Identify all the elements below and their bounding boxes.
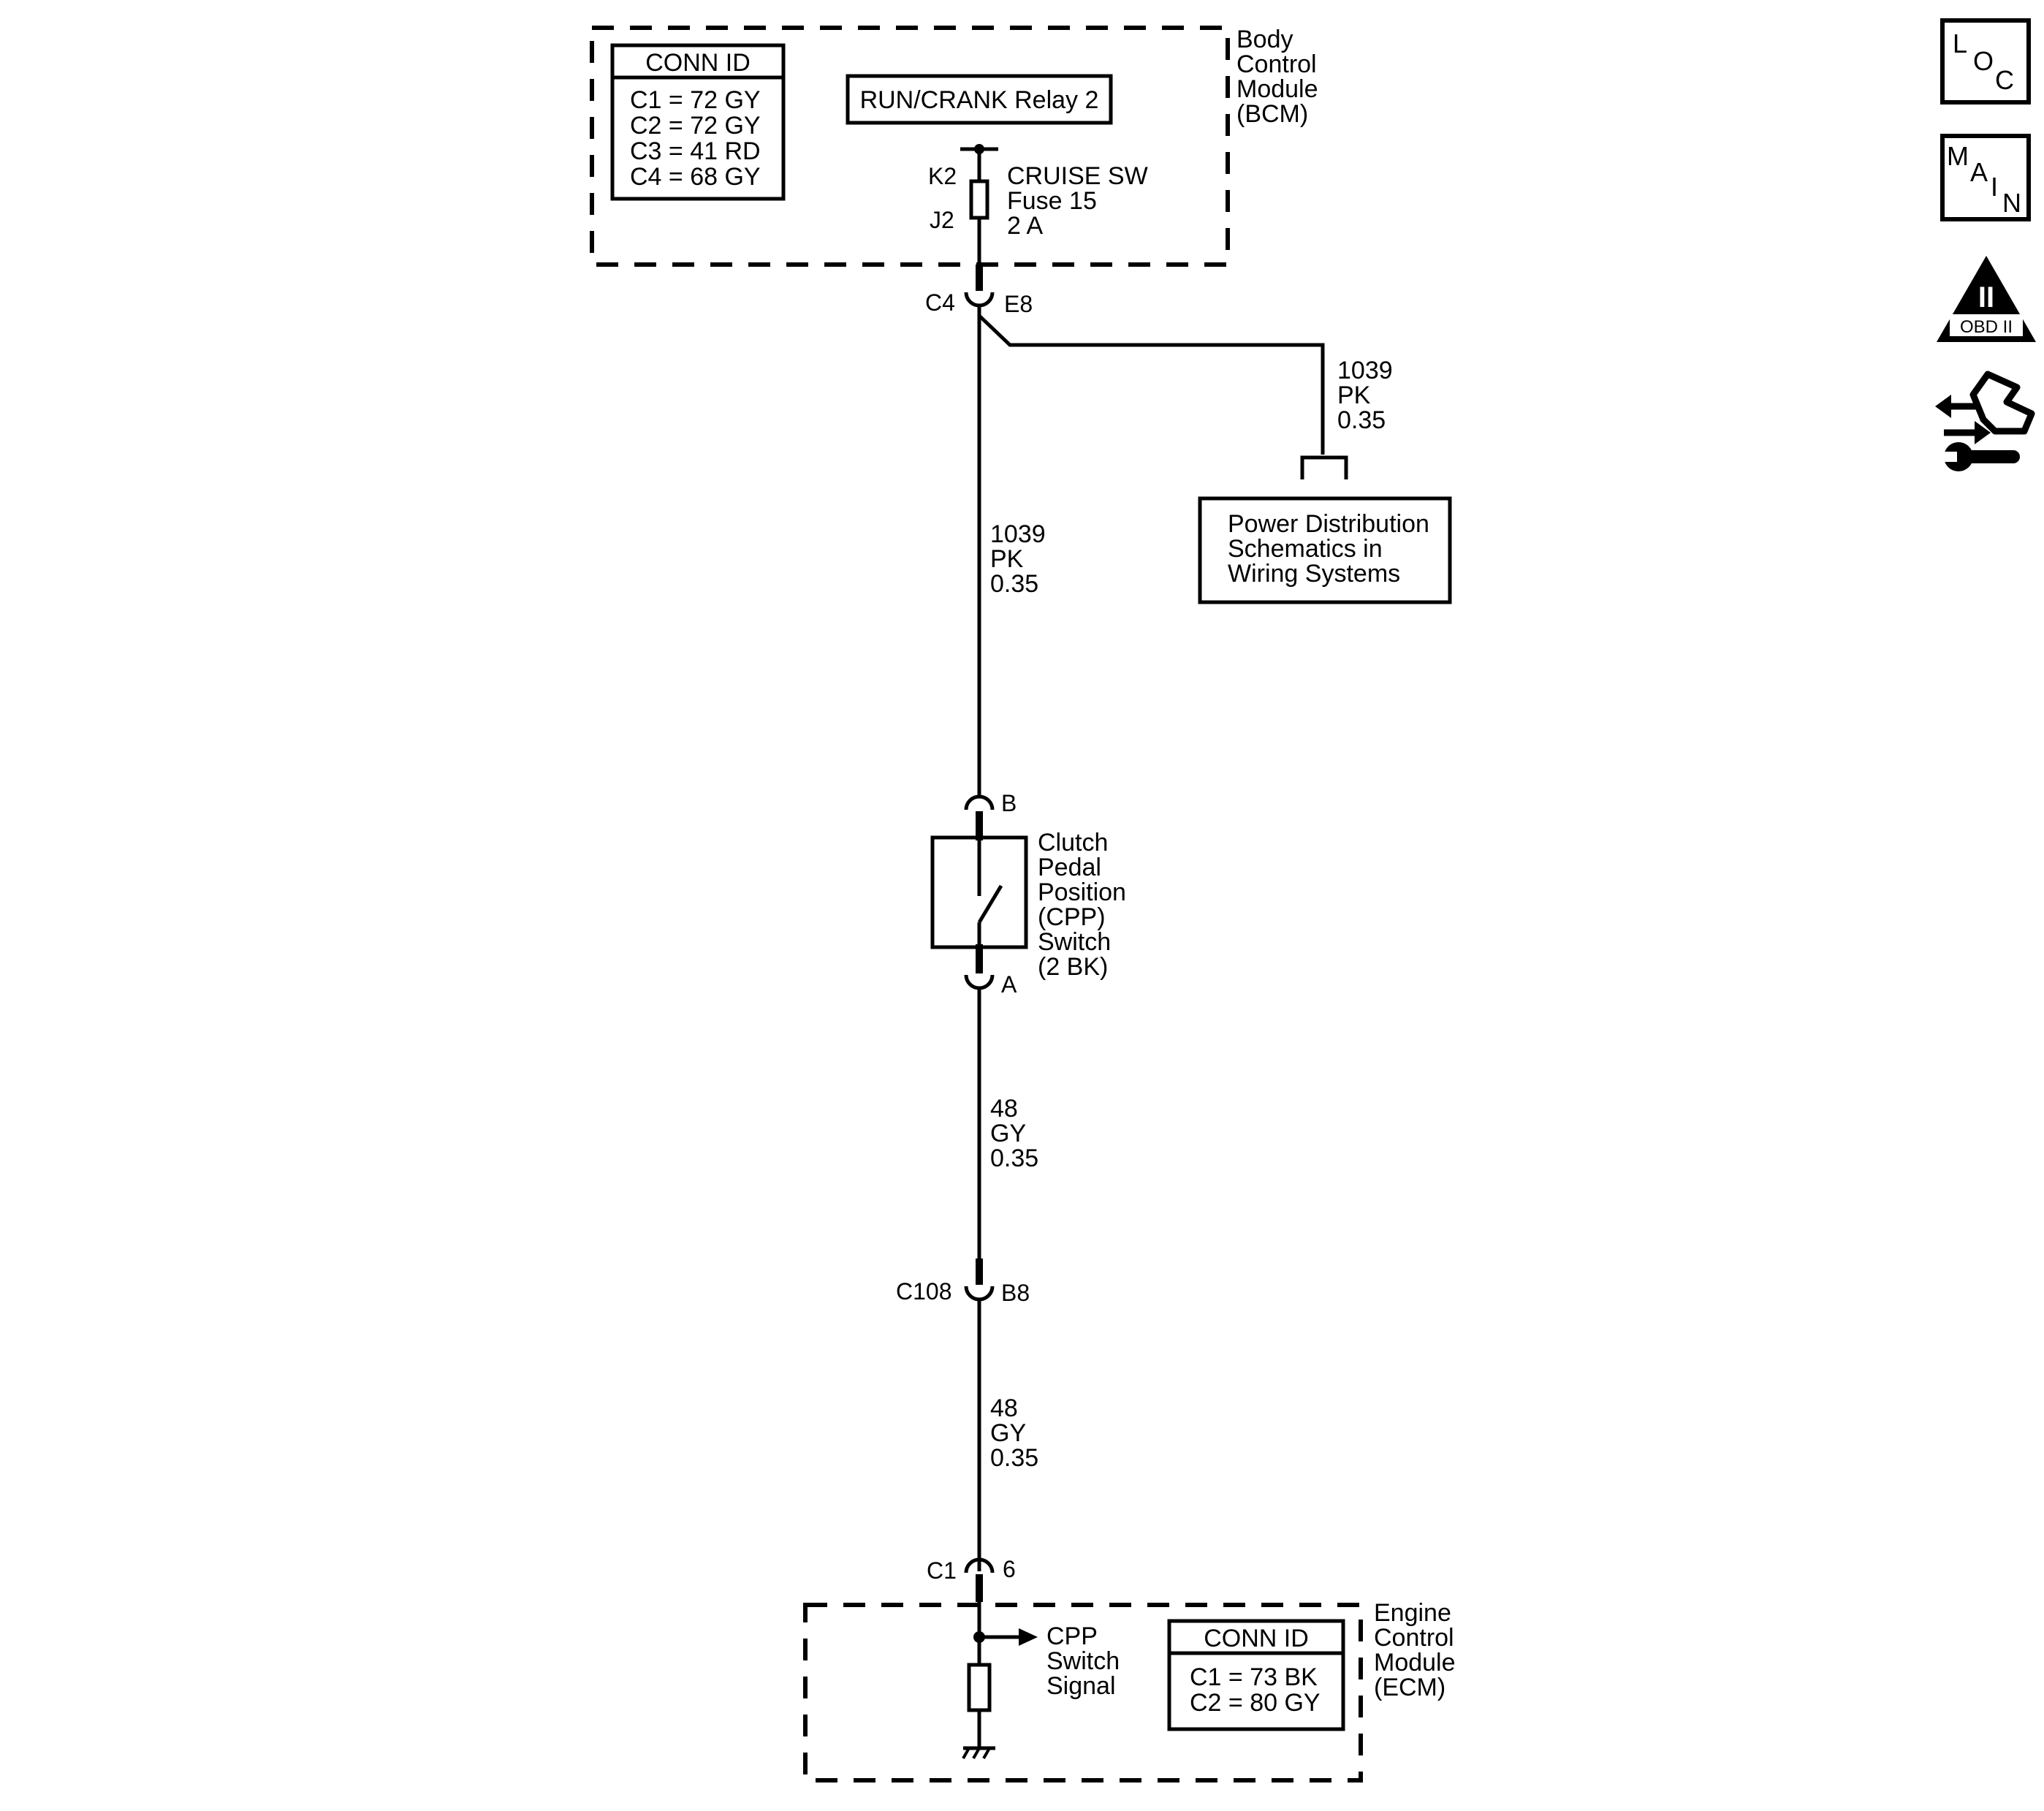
fuse-label-line: 2 A bbox=[1007, 212, 1043, 240]
main-letter: I bbox=[1991, 172, 1998, 202]
wire-label-line: 48 bbox=[990, 1394, 1018, 1422]
wire-48-upper: 48 GY 0.35 bbox=[977, 988, 1038, 1258]
wire-label-line: 48 bbox=[990, 1095, 1018, 1123]
ground-icon bbox=[962, 1746, 995, 1759]
loc-icon[interactable] bbox=[1940, 18, 2031, 105]
bcm-name-line: (BCM) bbox=[1236, 100, 1308, 128]
bcm-connector-name: C4 bbox=[925, 289, 955, 316]
fuse-label-line: Fuse 15 bbox=[1007, 187, 1097, 215]
bcm-conn-id-row: C3 = 41 RD bbox=[630, 137, 761, 165]
power-distribution-line: Wiring Systems bbox=[1228, 560, 1400, 588]
power-distribution-box bbox=[1198, 496, 1452, 604]
bcm-name-line: Body bbox=[1236, 26, 1293, 53]
diagnostic-tool-icon[interactable] bbox=[1935, 371, 2035, 471]
wire-1039-main: 1039 PK 0.35 1039 PK 0.35 bbox=[977, 304, 1393, 795]
cpp-signal-line: CPP bbox=[1046, 1622, 1098, 1650]
ecm-conn-id-row: C1 = 73 BK bbox=[1190, 1663, 1318, 1691]
inline-connector-c108: C108 B8 bbox=[896, 1258, 1030, 1306]
wire-label-line: PK bbox=[990, 545, 1024, 573]
fuse-label-line: CRUISE SW bbox=[1007, 162, 1148, 190]
ecm-dashed-boundary bbox=[803, 1603, 1363, 1782]
wire-label-line: GY bbox=[990, 1419, 1026, 1447]
ecm-connector-pin: 6 bbox=[1003, 1556, 1016, 1582]
cpp-label-line: Clutch bbox=[1038, 829, 1108, 857]
wire-label-line: 1039 bbox=[990, 520, 1046, 548]
inline-connector-pin: B8 bbox=[1001, 1280, 1030, 1306]
ecm-name-line: Engine bbox=[1374, 1599, 1451, 1627]
ecm-name-line: Control bbox=[1374, 1624, 1454, 1652]
main-letter: A bbox=[1970, 157, 1988, 187]
obd-button[interactable]: II OBD II bbox=[1937, 256, 2036, 342]
cpp-pin-bottom: A bbox=[1001, 971, 1017, 998]
cpp-label-line: Pedal bbox=[1038, 854, 1101, 881]
cpp-label-line: (2 BK) bbox=[1038, 953, 1108, 981]
fuse-pin-bottom: J2 bbox=[930, 207, 954, 233]
main-letter: M bbox=[1947, 141, 1969, 171]
ecm-name-line: Module bbox=[1374, 1649, 1456, 1677]
wire-label-line: 0.35 bbox=[990, 1444, 1038, 1472]
inline-connector-name: C108 bbox=[896, 1278, 952, 1305]
cpp-pin-top: B bbox=[1001, 790, 1017, 816]
wire-label-line: GY bbox=[990, 1120, 1026, 1147]
obd-roman: II bbox=[1978, 281, 1994, 314]
wire-label-line: 0.35 bbox=[990, 570, 1038, 598]
pull-down-resistor bbox=[967, 1663, 992, 1712]
branch-wire-label-line: 0.35 bbox=[1337, 406, 1386, 434]
loc-letter: C bbox=[1995, 65, 2014, 95]
wire-48-lower: 48 GY 0.35 bbox=[977, 1298, 1038, 1571]
power-distribution-line: Power Distribution bbox=[1228, 510, 1429, 538]
cpp-signal-line: Signal bbox=[1046, 1672, 1116, 1700]
ecm-conn-id-row: C2 = 80 GY bbox=[1190, 1689, 1321, 1717]
bcm-conn-id-row: C2 = 72 GY bbox=[630, 112, 761, 140]
bcm-conn-id-table: CONN ID C1 = 72 GY C2 = 72 GY C3 = 41 RD… bbox=[610, 43, 786, 201]
wire-label-line: 0.35 bbox=[990, 1144, 1038, 1172]
bcm-dashed-boundary bbox=[590, 26, 1230, 267]
main-letter: N bbox=[2002, 188, 2021, 218]
fuse-body bbox=[969, 179, 989, 220]
bcm-connector-pin: E8 bbox=[1004, 291, 1033, 317]
cpp-label-line: Position bbox=[1038, 878, 1126, 906]
bcm-conn-id-row: C4 = 68 GY bbox=[630, 163, 761, 191]
main-icon[interactable] bbox=[1940, 134, 2031, 221]
ecm-module: C1 6 Engine Control Module (ECM) CPP Swi… bbox=[803, 1556, 1456, 1782]
branch-wire-label-line: PK bbox=[1337, 381, 1371, 409]
cpp-label-line: (CPP) bbox=[1038, 903, 1106, 931]
bcm-connector-c4: C4 E8 bbox=[925, 265, 1033, 317]
signal-arrow-icon bbox=[1019, 1628, 1038, 1646]
diagnostic-tool-button[interactable] bbox=[1935, 371, 2035, 471]
bcm-name-line: Control bbox=[1236, 50, 1317, 78]
ecm-conn-id-title: CONN ID bbox=[1204, 1625, 1309, 1652]
cruise-fuse: K2 J2 CRUISE SW Fuse 15 2 A bbox=[928, 144, 1148, 289]
ecm-name-line: (ECM) bbox=[1374, 1674, 1445, 1701]
bcm-conn-id-title: CONN ID bbox=[645, 49, 751, 77]
main-button[interactable]: M A I N bbox=[1940, 134, 2031, 221]
cpp-switch: B A Clutch Pedal Position (CPP) Switch (… bbox=[930, 790, 1126, 998]
cpp-signal-line: Switch bbox=[1046, 1647, 1120, 1675]
loc-letter: L bbox=[1953, 29, 1967, 58]
run-crank-relay-box: RUN/CRANK Relay 2 bbox=[846, 74, 1113, 125]
branch-wire-label-line: 1039 bbox=[1337, 357, 1393, 384]
bcm-module: Body Control Module (BCM) CONN ID C1 = 7… bbox=[590, 26, 1318, 289]
ecm-conn-id-table: CONN ID C1 = 73 BK C2 = 80 GY bbox=[1167, 1619, 1345, 1731]
obd-label: OBD II bbox=[1960, 317, 2013, 337]
bcm-conn-id-row: C1 = 72 GY bbox=[630, 86, 761, 114]
power-distribution-reference: Power Distribution Schematics in Wiring … bbox=[1198, 455, 1452, 604]
loc-letter: O bbox=[1973, 46, 1994, 76]
cpp-label-line: Switch bbox=[1038, 928, 1111, 956]
relay-label: RUN/CRANK Relay 2 bbox=[860, 86, 1099, 114]
loc-button[interactable]: L O C bbox=[1940, 18, 2031, 105]
power-distribution-line: Schematics in bbox=[1228, 535, 1383, 563]
bcm-name-line: Module bbox=[1236, 75, 1318, 103]
ecm-connector-name: C1 bbox=[927, 1557, 957, 1584]
fuse-pin-top: K2 bbox=[928, 163, 957, 189]
